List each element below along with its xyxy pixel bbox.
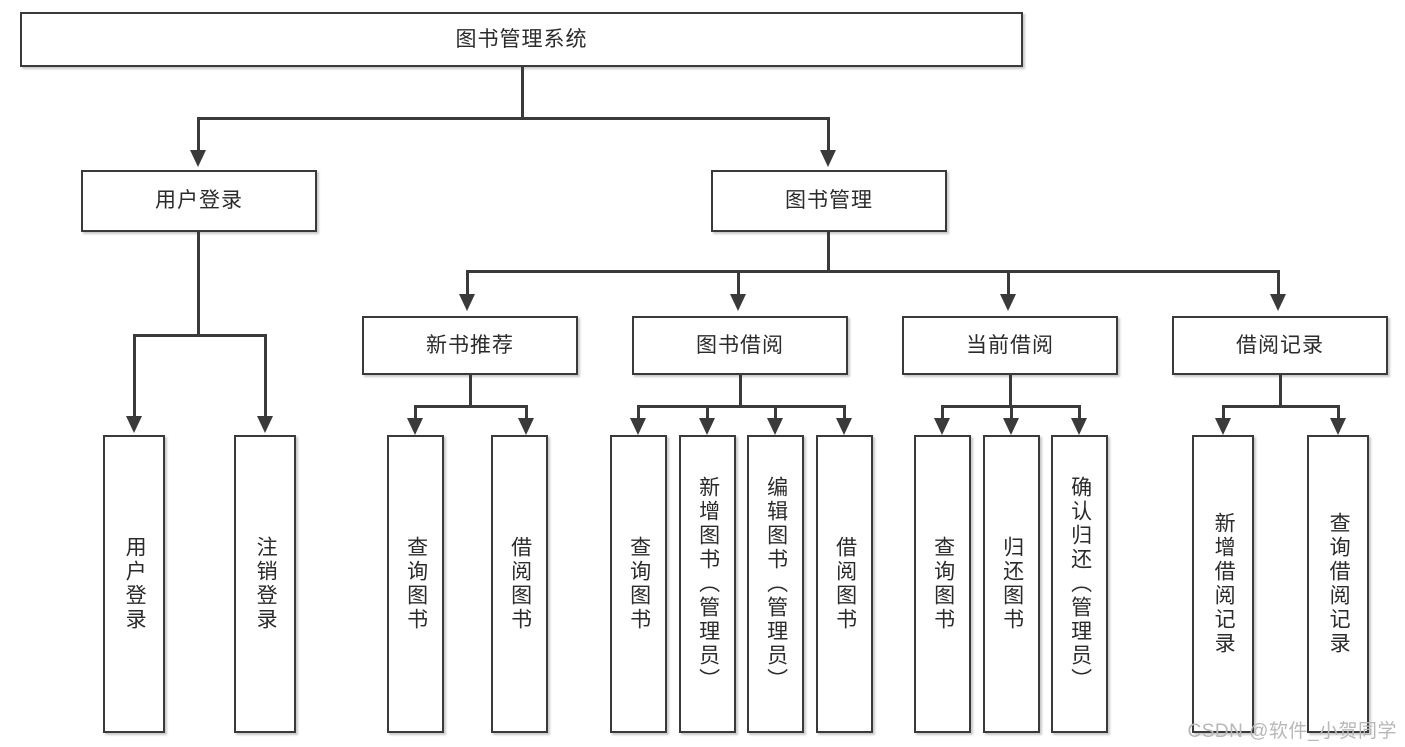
connector-book-manage-stem (827, 232, 830, 272)
node-label: 借阅图书 (508, 536, 532, 632)
connector-to-new-book (466, 270, 469, 298)
connector-level1-bus (197, 117, 830, 120)
arrow-current-borrow-child-2 (1071, 418, 1087, 435)
connector-root-stem (521, 67, 524, 118)
node-label: 确认归还（管理员） (1068, 476, 1092, 692)
node-borrow-record[interactable]: 借阅记录 (1172, 316, 1388, 375)
connector-borrow-record-child-1 (1337, 405, 1340, 421)
arrow-user-login-child-1 (257, 416, 273, 433)
leaf-newbook-query-book[interactable]: 查询图书 (387, 435, 444, 733)
node-book-manage[interactable]: 图书管理 (711, 170, 947, 232)
arrow-to-book-manage (820, 150, 836, 167)
leaf-user-login[interactable]: 用户登录 (103, 435, 165, 733)
leaf-current-return-book[interactable]: 归还图书 (983, 435, 1040, 733)
node-label: 查询借阅记录 (1327, 512, 1351, 656)
arrow-to-book-borrow (730, 294, 746, 311)
connector-current-borrow-child-0 (941, 405, 944, 421)
node-label: 借阅记录 (1236, 333, 1324, 357)
connector-to-book-manage (827, 117, 830, 154)
connector-book-borrow-child-1 (706, 405, 709, 421)
connector-book-borrow-child-3 (843, 405, 846, 421)
leaf-borrow-query-book[interactable]: 查询图书 (610, 435, 667, 733)
connector-to-book-borrow (737, 270, 740, 298)
connector-new-book-bus (414, 405, 528, 408)
arrow-current-borrow-child-0 (934, 418, 950, 435)
leaf-borrow-borrow-book[interactable]: 借阅图书 (816, 435, 873, 733)
node-current-borrow[interactable]: 当前借阅 (902, 316, 1118, 375)
node-label: 新增图书（管理员） (696, 476, 720, 692)
leaf-borrow-edit-book-admin[interactable]: 编辑图书（管理员） (747, 435, 804, 733)
connector-borrow-record-child-0 (1222, 405, 1225, 421)
arrow-to-current-borrow (1000, 294, 1016, 311)
node-label: 查询图书 (627, 536, 651, 632)
leaf-logout[interactable]: 注销登录 (234, 435, 296, 733)
node-book-borrow[interactable]: 图书借阅 (632, 316, 848, 375)
node-label: 图书管理 (785, 189, 873, 213)
connector-current-borrow-stem (1009, 375, 1012, 407)
node-label: 当前借阅 (966, 333, 1054, 357)
arrow-new-book-child-0 (407, 418, 423, 435)
connector-current-borrow-child-2 (1078, 405, 1081, 421)
arrow-book-borrow-child-3 (836, 418, 852, 435)
node-root-system[interactable]: 图书管理系统 (20, 12, 1023, 67)
connector-new-book-child-0 (414, 405, 417, 421)
leaf-current-query-book[interactable]: 查询图书 (914, 435, 971, 733)
arrow-borrow-record-child-1 (1330, 418, 1346, 435)
arrow-borrow-record-child-0 (1215, 418, 1231, 435)
connector-user-login-child-1 (264, 334, 267, 420)
leaf-borrow-add-book-admin[interactable]: 新增图书（管理员） (679, 435, 736, 733)
arrow-to-new-book (459, 294, 475, 311)
node-label: 归还图书 (1000, 536, 1024, 632)
connector-user-login-bus (133, 334, 267, 337)
connector-book-borrow-stem (739, 375, 742, 407)
arrow-to-borrow-record (1270, 294, 1286, 311)
arrow-new-book-child-1 (518, 418, 534, 435)
node-label: 编辑图书（管理员） (764, 476, 788, 692)
node-label: 借阅图书 (833, 536, 857, 632)
leaf-current-confirm-return-admin[interactable]: 确认归还（管理员） (1051, 435, 1108, 733)
connector-user-login-stem (197, 232, 200, 335)
connector-borrow-record-bus (1222, 405, 1340, 408)
connector-level3-bus (466, 270, 1280, 273)
node-label: 注销登录 (254, 536, 278, 632)
leaf-record-add-record[interactable]: 新增借阅记录 (1192, 435, 1254, 733)
arrow-current-borrow-child-1 (1003, 418, 1019, 435)
arrow-book-borrow-child-1 (699, 418, 715, 435)
connector-to-borrow-record (1277, 270, 1280, 298)
node-user-login[interactable]: 用户登录 (81, 170, 317, 232)
connector-borrow-record-stem (1279, 375, 1282, 407)
node-label: 用户登录 (123, 536, 147, 632)
connector-new-book-stem (469, 375, 472, 407)
arrow-to-user-login (190, 150, 206, 167)
connector-user-login-child-0 (133, 334, 136, 420)
node-label: 图书管理系统 (455, 27, 588, 51)
node-label: 新书推荐 (426, 333, 514, 357)
node-new-book-recommend[interactable]: 新书推荐 (362, 316, 578, 375)
connector-to-current-borrow (1007, 270, 1010, 298)
node-label: 图书借阅 (696, 333, 784, 357)
arrow-book-borrow-child-2 (767, 418, 783, 435)
node-label: 用户登录 (155, 189, 243, 213)
node-label: 新增借阅记录 (1212, 512, 1236, 656)
node-label: 查询图书 (931, 536, 955, 632)
connector-book-borrow-child-2 (774, 405, 777, 421)
arrow-book-borrow-child-0 (630, 418, 646, 435)
leaf-newbook-borrow-book[interactable]: 借阅图书 (491, 435, 548, 733)
arrow-user-login-child-0 (126, 416, 142, 433)
leaf-record-query-record[interactable]: 查询借阅记录 (1307, 435, 1369, 733)
connector-to-user-login (197, 117, 200, 154)
connector-book-borrow-child-0 (637, 405, 640, 421)
connector-book-borrow-bus (637, 405, 846, 408)
connector-new-book-child-1 (525, 405, 528, 421)
connector-current-borrow-child-1 (1010, 405, 1013, 421)
node-label: 查询图书 (404, 536, 428, 632)
